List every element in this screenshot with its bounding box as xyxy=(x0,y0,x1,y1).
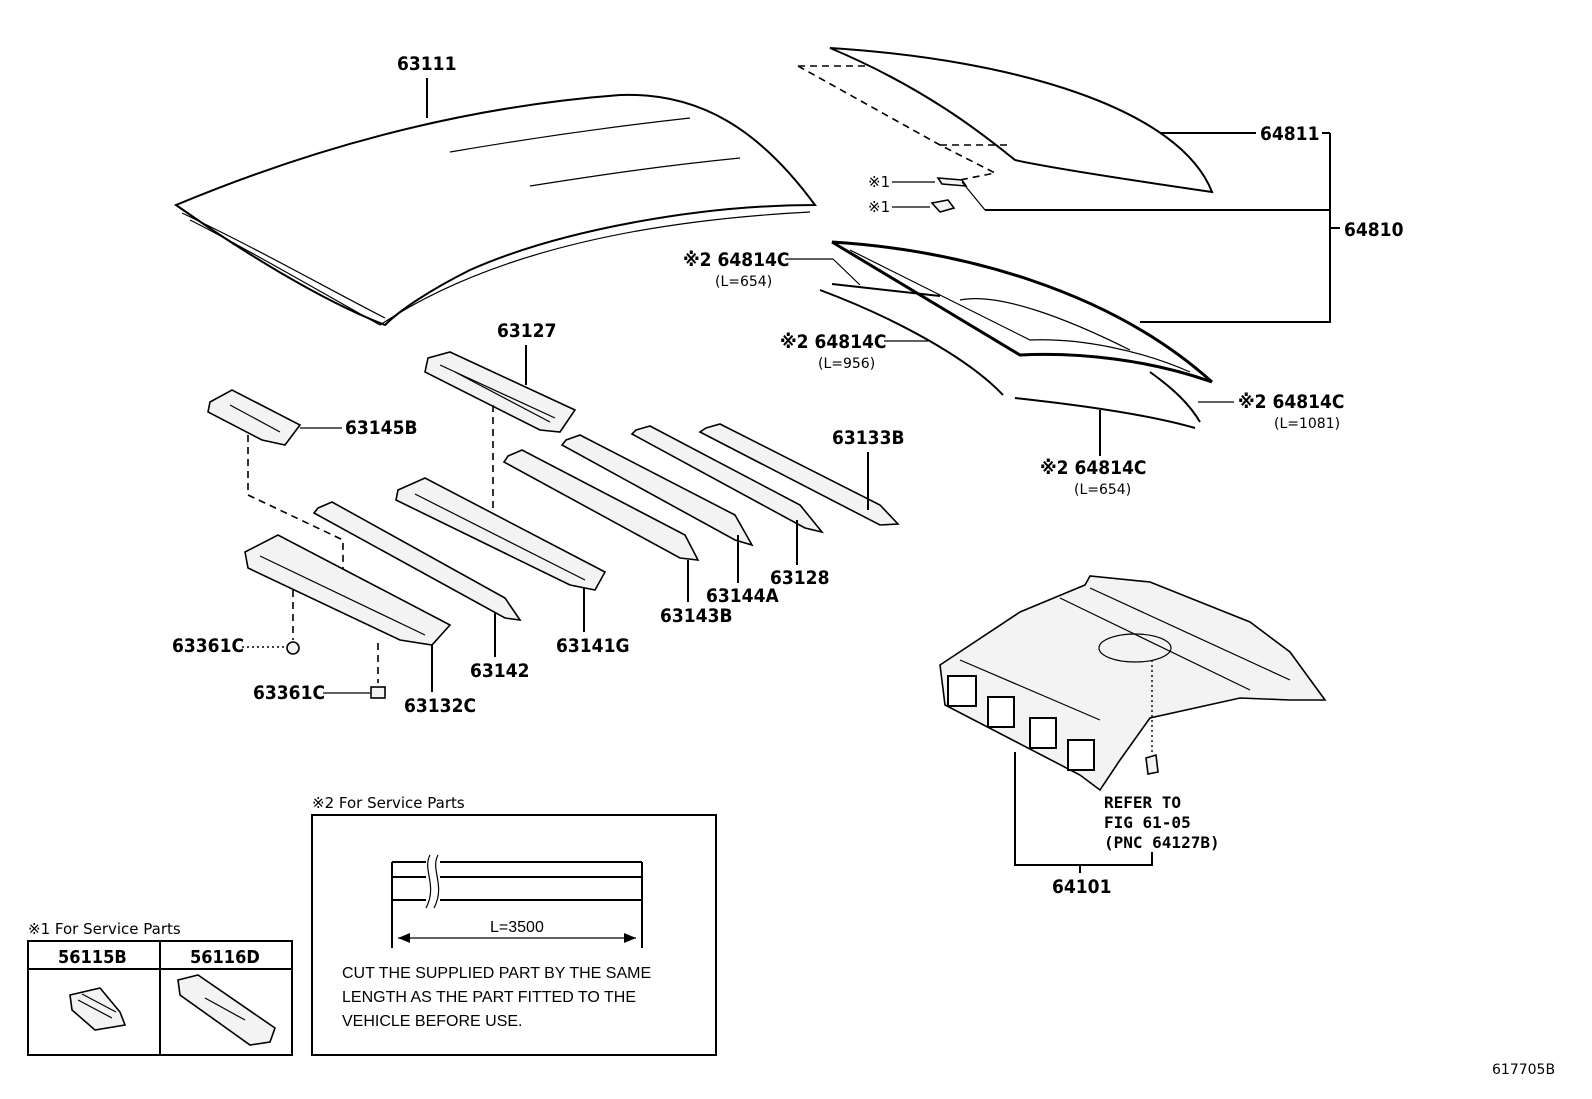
molding-strip-2[interactable] xyxy=(819,289,1004,396)
clip-63361c-1[interactable] xyxy=(286,641,300,655)
clip-2[interactable] xyxy=(930,199,956,213)
service-2-title: ※2 For Service Parts xyxy=(312,794,465,812)
label-64101[interactable]: 64101 xyxy=(1052,876,1111,898)
service-1-title: ※1 For Service Parts xyxy=(28,920,181,938)
service-2-note-1: CUT THE SUPPLIED PART BY THE SAME xyxy=(342,965,651,982)
label-63133b[interactable]: 63133B xyxy=(832,427,905,449)
refer-line-3: (PNC 64127B) xyxy=(1104,833,1220,852)
clip-1[interactable] xyxy=(936,177,968,187)
service-2-note-3: VEHICLE BEFORE USE. xyxy=(342,1013,523,1030)
clip-63361c-2[interactable] xyxy=(370,686,386,699)
clip-56116d-icon xyxy=(177,974,276,1046)
label-64810[interactable]: 64810 xyxy=(1344,219,1404,241)
window-frame-molding[interactable] xyxy=(831,240,1214,384)
label-63127[interactable]: 63127 xyxy=(497,320,556,342)
roof-bow-63142[interactable] xyxy=(312,501,522,622)
label-63361c-2[interactable]: 63361C xyxy=(253,682,325,704)
back-window-glass[interactable] xyxy=(797,47,1214,194)
refer-line-1: REFER TO xyxy=(1104,793,1181,812)
service-1-part-b[interactable]: 56116D xyxy=(190,947,260,968)
molding-strip-1[interactable] xyxy=(831,283,941,297)
length-654-2: (L=654) xyxy=(1074,482,1131,498)
label-63111[interactable]: 63111 xyxy=(397,53,456,75)
service-2-length: L=3500 xyxy=(490,919,544,936)
molding-strip-3[interactable] xyxy=(1149,371,1201,423)
molding-strip-4[interactable] xyxy=(1014,397,1196,429)
label-63145b[interactable]: 63145B xyxy=(345,417,418,439)
refer-line-2: FIG 61-05 xyxy=(1104,813,1191,832)
package-tray-64101[interactable] xyxy=(939,575,1327,792)
bracket-63145b[interactable] xyxy=(207,389,302,446)
label-64814c-2[interactable]: ※2 64814C xyxy=(780,331,886,353)
label-64814c-1[interactable]: ※2 64814C xyxy=(683,249,789,271)
label-63132c[interactable]: 63132C xyxy=(404,695,476,717)
length-654-1: (L=654) xyxy=(715,274,772,290)
roof-bow-63144a[interactable] xyxy=(560,434,754,547)
roof-bow-63143b[interactable] xyxy=(502,449,700,561)
label-63142[interactable]: 63142 xyxy=(470,660,529,682)
clip-56115b-icon xyxy=(69,987,127,1031)
roof-panel[interactable] xyxy=(173,93,817,327)
label-63143b[interactable]: 63143B xyxy=(660,605,733,627)
label-64811[interactable]: 64811 xyxy=(1260,123,1319,145)
label-64814c-4[interactable]: ※2 64814C xyxy=(1040,457,1146,479)
label-63144a[interactable]: 63144A xyxy=(706,585,779,607)
label-63141g[interactable]: 63141G xyxy=(556,635,630,657)
clip-64127b[interactable] xyxy=(1145,753,1159,775)
roof-bow-63133b[interactable] xyxy=(698,423,900,526)
label-64814c-3[interactable]: ※2 64814C xyxy=(1238,391,1344,413)
service-parts-1-table: ※1 For Service Parts 56115B 56116D xyxy=(27,920,293,1056)
roof-bow-63128[interactable] xyxy=(630,425,825,534)
length-1081: (L=1081) xyxy=(1274,416,1340,432)
mark-1b: ※1 xyxy=(868,198,890,216)
service-2-note-2: LENGTH AS THE PART FITTED TO THE xyxy=(342,989,636,1006)
length-956: (L=956) xyxy=(818,356,875,372)
label-63361c-1[interactable]: 63361C xyxy=(172,635,244,657)
service-parts-2-box: ※2 For Service Parts L=3500 CUT THE SUPP… xyxy=(311,794,717,1056)
mark-1a: ※1 xyxy=(868,173,890,191)
roof-bow-63141g[interactable] xyxy=(395,477,607,591)
figure-id: 617705B xyxy=(1492,1062,1555,1078)
roof-reinforcement-63127[interactable] xyxy=(424,351,577,433)
service-1-part-a[interactable]: 56115B xyxy=(58,947,127,968)
label-63128[interactable]: 63128 xyxy=(770,567,829,589)
